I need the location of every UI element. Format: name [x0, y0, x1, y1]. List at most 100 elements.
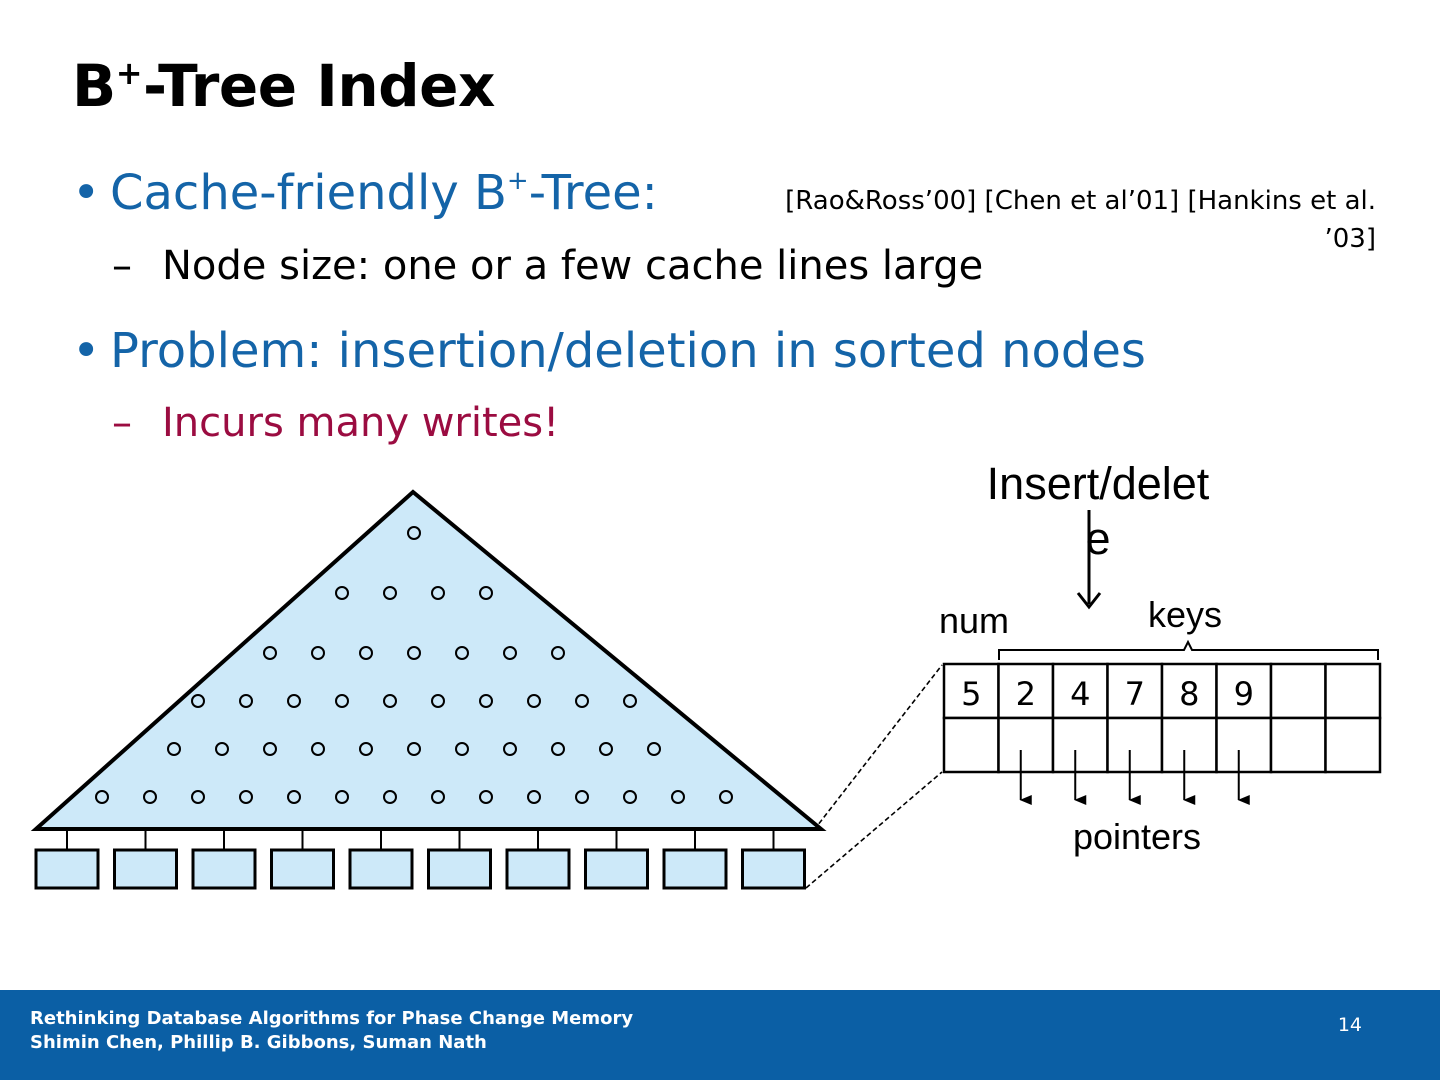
pointer-cell	[1160, 716, 1218, 774]
leaf-node	[584, 848, 649, 890]
leaf-nodes	[34, 829, 806, 890]
tree-node-dot	[551, 646, 565, 660]
pointer-cell	[1324, 716, 1382, 774]
tree-node-dot	[191, 694, 205, 708]
keys-brace	[998, 639, 1379, 660]
bullet-dot: •	[72, 165, 101, 221]
tree-node-dot	[671, 790, 685, 804]
key-cell	[1106, 662, 1164, 720]
tree-node-dot	[287, 790, 301, 804]
tree-node-dot	[431, 586, 445, 600]
tree-node-dot	[479, 586, 493, 600]
key-value: 2	[1016, 675, 1036, 713]
bullet-dot: •	[72, 323, 101, 379]
tree-node-dot	[167, 742, 181, 756]
bullet-problem: •Problem: insertion/deletion in sorted n…	[72, 323, 1146, 379]
key-value: 4	[1070, 675, 1090, 713]
keys-label: keys	[1148, 594, 1222, 635]
tree-node-dot	[431, 694, 445, 708]
pointer-cell	[1215, 716, 1273, 774]
tree-node-dot	[455, 742, 469, 756]
leaf-node	[348, 848, 414, 890]
tree-node-dot	[191, 790, 205, 804]
key-value: 8	[1179, 675, 1199, 713]
tree-nodes	[95, 526, 733, 804]
leaf-node	[505, 848, 571, 890]
tree-node-dot	[383, 790, 397, 804]
footer-bar: Rethinking Database Algorithms for Phase…	[0, 990, 1440, 1080]
key-cell	[1215, 662, 1273, 720]
tree-node-dot	[263, 646, 277, 660]
key-cell	[1269, 662, 1327, 720]
leaf-node	[741, 848, 806, 890]
tree-node-dot	[239, 790, 253, 804]
key-cell	[1051, 662, 1109, 720]
key-value: 9	[1234, 675, 1254, 713]
pointer-cell	[997, 716, 1055, 774]
tree-node-dot	[335, 586, 349, 600]
tree-triangle	[30, 489, 827, 831]
subbullet-node-size: –Node size: one or a few cache lines lar…	[112, 243, 984, 289]
tree-node-dot	[431, 790, 445, 804]
footer-title: Rethinking Database Algorithms for Phase…	[30, 1008, 634, 1029]
pointer-cell	[1269, 716, 1327, 774]
tree-node-dot	[335, 790, 349, 804]
tree-node-dot	[407, 526, 421, 540]
tree-node-dot	[95, 790, 109, 804]
leaf-node	[34, 848, 100, 890]
leaf-node	[662, 848, 728, 890]
leaf-node	[191, 848, 257, 890]
tree-node-dot	[383, 694, 397, 708]
tree-node-dot	[551, 742, 565, 756]
tree-node-dot	[623, 790, 637, 804]
tree-node-dot	[215, 742, 229, 756]
tree-node-dot	[359, 646, 373, 660]
num-value: 5	[961, 675, 981, 713]
zoom-line-bottom	[805, 771, 943, 889]
tree-node-dot	[335, 694, 349, 708]
tree-node-dot	[143, 790, 157, 804]
tree-node-dot	[311, 646, 325, 660]
insert-delete-label-wrap: e	[1085, 513, 1110, 564]
tree-node-dot	[359, 742, 373, 756]
slide-title: B+-Tree Index	[72, 52, 495, 120]
num-label: num	[939, 600, 1009, 641]
tree-node-dot	[311, 742, 325, 756]
key-cell	[997, 662, 1055, 720]
tree-node-dot	[239, 694, 253, 708]
insert-delete-label: Insert/delet	[987, 458, 1210, 509]
tree-node-dot	[479, 694, 493, 708]
leaf-node	[270, 848, 335, 890]
leaf-node	[113, 848, 178, 890]
tree-node-dot	[599, 742, 613, 756]
tree-node-dot	[647, 742, 661, 756]
pointer-cell	[1106, 716, 1164, 774]
tree-node-dot	[503, 742, 517, 756]
subbullet-writes: –Incurs many writes!	[112, 400, 560, 446]
tree-node-dot	[455, 646, 469, 660]
pointer-cell	[942, 716, 1000, 774]
tree-node-dot	[407, 742, 421, 756]
tree-node-dot	[719, 790, 733, 804]
key-value: 7	[1125, 675, 1145, 713]
footer-authors: Shimin Chen, Phillip B. Gibbons, Suman N…	[30, 1032, 487, 1053]
tree-node-dot	[479, 790, 493, 804]
insert-arrow-head	[1076, 592, 1102, 610]
pointers-label: pointers	[1073, 816, 1201, 857]
tree-node-dot	[503, 646, 517, 660]
tree-node-dot	[383, 586, 397, 600]
page-number: 14	[1337, 1014, 1362, 1036]
tree-node-dot	[527, 694, 541, 708]
tree-node-dot	[623, 694, 637, 708]
key-cell	[1324, 662, 1382, 720]
tree-node-dot	[407, 646, 421, 660]
tree-node-dot	[287, 694, 301, 708]
leaf-node	[427, 848, 492, 890]
tree-node-dot	[575, 694, 589, 708]
zoom-line-top	[813, 664, 943, 831]
citation: [Rao&Ross’00] [Chen et al’01] [Hankins e…	[785, 186, 1376, 254]
tree-node-dot	[527, 790, 541, 804]
tree-node-dot	[263, 742, 277, 756]
